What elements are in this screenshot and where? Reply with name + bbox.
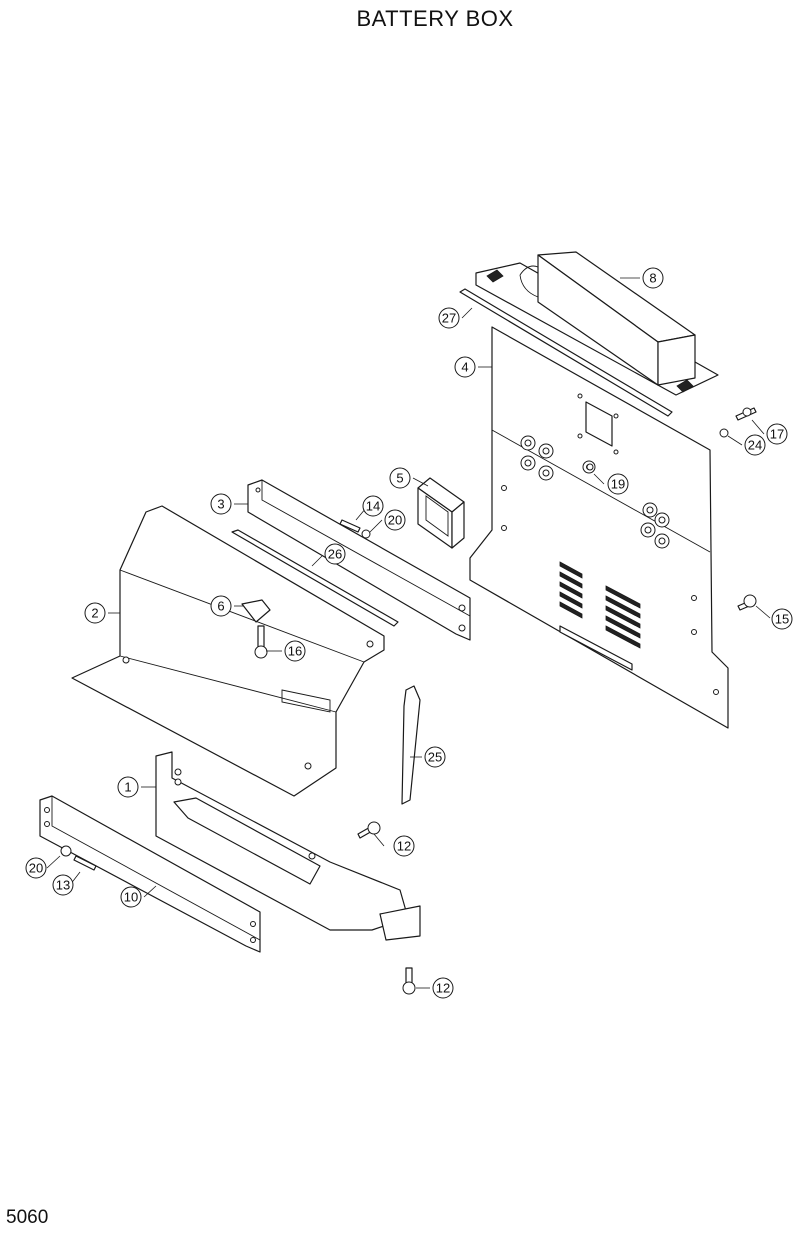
callout-label: 26: [328, 547, 342, 562]
callout-12-upper: 12: [393, 835, 415, 857]
callout-label: 16: [288, 644, 302, 659]
callout-label: 8: [649, 271, 656, 286]
callout-13: 13: [52, 874, 74, 896]
callout-14: 14: [362, 495, 384, 517]
callout-label: 17: [770, 427, 784, 442]
callout-label: 4: [461, 360, 468, 375]
callout-15: 15: [771, 608, 793, 630]
callout-2: 2: [84, 602, 106, 624]
callout-label: 12: [397, 839, 411, 854]
callout-5: 5: [389, 467, 411, 489]
callout-label: 14: [366, 499, 380, 514]
callout-label: 12: [436, 981, 450, 996]
fasteners: [60, 407, 757, 995]
callout-26: 26: [324, 543, 346, 565]
callout-label: 20: [388, 513, 402, 528]
panel-nuts: [520, 435, 670, 549]
callout-8: 8: [642, 267, 664, 289]
callout-10: 10: [120, 886, 142, 908]
callout-label: 27: [442, 311, 456, 326]
callout-27: 27: [438, 307, 460, 329]
part-8-battery-tray: [475, 251, 719, 396]
callout-20-upper: 20: [384, 509, 406, 531]
callout-4: 4: [454, 356, 476, 378]
callout-label: 24: [748, 438, 762, 453]
leader-lines: [46, 277, 771, 989]
callout-label: 10: [124, 890, 138, 905]
callout-label: 2: [91, 606, 98, 621]
callout-3: 3: [210, 493, 232, 515]
callout-6: 6: [210, 595, 232, 617]
callout-label: 13: [56, 878, 70, 893]
callout-19: 19: [607, 473, 629, 495]
part-3-angle-bracket: [247, 479, 471, 641]
part-26-rubber-strip: [231, 529, 399, 627]
callout-20-lower: 20: [25, 857, 47, 879]
callout-label: 19: [611, 477, 625, 492]
part-25-seal-strip: [401, 685, 421, 805]
callout-label: 15: [775, 612, 789, 627]
callout-12-lower: 12: [432, 977, 454, 999]
part-4-rear-panel: [469, 326, 729, 729]
callout-17: 17: [766, 423, 788, 445]
callout-label: 20: [29, 861, 43, 876]
part-2-main-cover: [71, 505, 385, 797]
callout-label: 3: [217, 497, 224, 512]
callout-16: 16: [284, 640, 306, 662]
callout-label: 5: [396, 471, 403, 486]
callout-24: 24: [744, 434, 766, 456]
callout-25: 25: [424, 746, 446, 768]
page-number: 5060: [6, 1207, 49, 1228]
callout-1: 1: [117, 776, 139, 798]
part-10-flat-bar: [39, 795, 261, 953]
part-6-clip: [241, 599, 271, 623]
part-1-lower-frame: [155, 751, 421, 941]
callout-label: 1: [124, 780, 131, 795]
part-27-strip: [459, 288, 673, 417]
page-title: BATTERY BOX: [356, 6, 514, 31]
callout-label: 6: [217, 599, 224, 614]
callout-label: 25: [428, 750, 442, 765]
part-5-switch-box: [417, 477, 465, 549]
vent-slots: [559, 561, 641, 671]
